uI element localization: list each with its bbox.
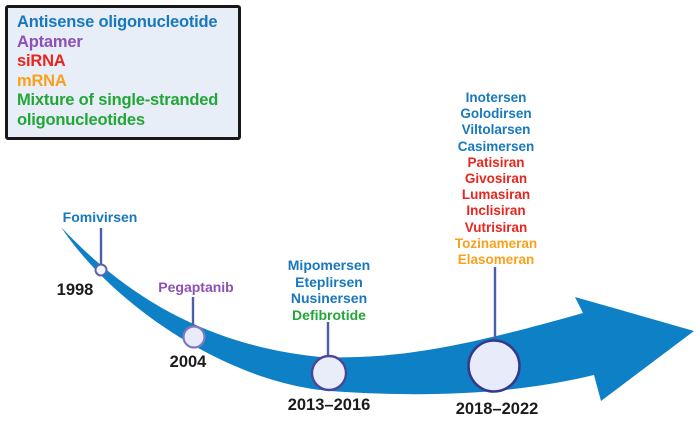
drug-name: Lumasiran: [461, 187, 531, 203]
milestone-marker: [467, 339, 521, 393]
drug-name: Inclisiran: [466, 203, 526, 219]
drug-name: Inotersen: [465, 90, 527, 105]
drug-name: Viltolarsen: [461, 122, 531, 138]
drug-name: Defibrotide: [292, 306, 366, 323]
drug-name: Pegaptanib: [158, 279, 234, 295]
year-label: 2018–2022: [455, 400, 539, 418]
legend-item: mRNA: [17, 71, 67, 90]
year-label: 1998: [56, 281, 94, 299]
year-label: 2004: [169, 353, 207, 371]
legend-item: Mixture of single-stranded oligonucleoti…: [17, 91, 219, 129]
drug-name: Elasomeran: [457, 252, 535, 268]
drug-name: Mipomersen: [287, 257, 371, 273]
milestone-marker: [94, 263, 108, 277]
legend-item: siRNA: [17, 52, 66, 70]
drug-list-1998: Fomivirsen: [40, 209, 160, 226]
year-label: 2013–2016: [287, 396, 371, 414]
drug-name: Nusinersen: [290, 290, 368, 306]
milestone-marker: [310, 354, 348, 392]
drug-name: Vutrisiran: [464, 219, 528, 235]
drug-name: Givosiran: [464, 171, 528, 187]
drug-name: Golodirsen: [460, 106, 532, 122]
legend-item: Aptamer: [17, 32, 83, 51]
milestone-marker: [182, 325, 206, 349]
drug-name: Casimersen: [457, 138, 535, 154]
legend-item: Antisense oligonucleotide: [17, 13, 218, 31]
drug-name: Eteplirsen: [295, 273, 363, 290]
drug-name: Patisiran: [467, 154, 525, 170]
timeline-arrow: [61, 227, 694, 401]
drug-name: Fomivirsen: [62, 209, 138, 225]
drug-name: Tozinameran: [454, 235, 538, 251]
drug-list-2004: Pegaptanib: [136, 279, 256, 296]
